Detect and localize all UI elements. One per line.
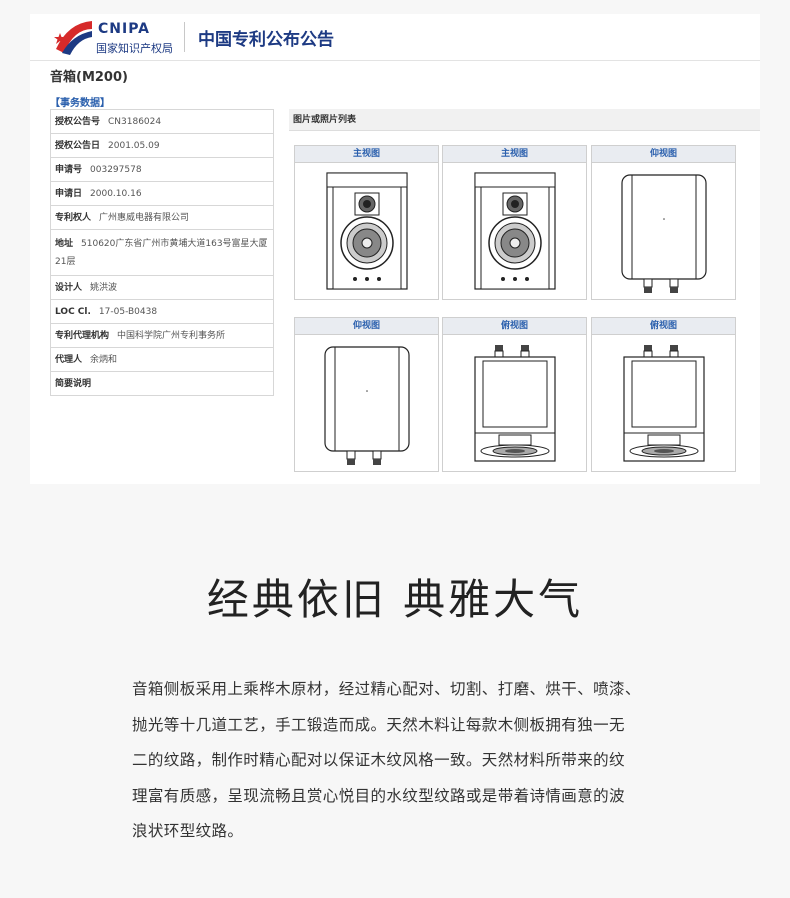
picture-card[interactable]: 俯视图: [442, 317, 587, 472]
info-row: 申请号 003297578: [51, 158, 273, 182]
info-row: 专利权人广州惠威电器有限公司: [51, 206, 273, 230]
info-row: 申请日 2000.10.16: [51, 182, 273, 206]
picture-card[interactable]: 俯视图: [591, 317, 736, 472]
description-line: 音箱侧板采用上乘桦木原材，经过精心配对、切割、打磨、烘干、喷漆、: [132, 680, 641, 698]
picture-label[interactable]: 俯视图: [592, 318, 735, 335]
description-line: 抛光等十几道工艺，手工锻造而成。天然木料让每款木侧板拥有独一无: [132, 715, 625, 734]
info-value: 2001.05.09: [108, 141, 160, 151]
info-value: 003297578: [90, 165, 142, 175]
product-title: 音箱(M200): [50, 70, 128, 85]
info-row: 简要说明: [51, 372, 273, 396]
speaker-drawing-back[interactable]: [295, 335, 438, 469]
info-key: 申请号: [55, 165, 83, 175]
info-key: 专利代理机构: [55, 331, 110, 341]
info-value: 中国科学院广州专利事务所: [117, 331, 226, 341]
info-value: CN3186024: [108, 117, 162, 127]
info-value: 2000.10.16: [90, 189, 142, 199]
info-value: 17-05-B0438: [98, 307, 158, 317]
picture-label[interactable]: 仰视图: [295, 318, 438, 335]
speaker-drawing-front[interactable]: [295, 163, 438, 297]
picture-label[interactable]: 仰视图: [592, 146, 735, 163]
picture-label[interactable]: 主视图: [443, 146, 586, 163]
description-paragraph: 音箱侧板采用上乘桦木原材，经过精心配对、切割、打磨、烘干、喷漆、抛光等十几道工艺…: [132, 672, 702, 850]
info-value: 姚洪波: [90, 283, 118, 293]
picture-card[interactable]: 主视图: [294, 145, 439, 300]
info-key: 设计人: [55, 283, 83, 293]
info-value: 余炳和: [90, 355, 118, 365]
info-row: 授权公告号 CN3186024: [51, 110, 273, 134]
patent-panel: CNIPA 国家知识产权局 中国专利公布公告 音箱(M200) 【事务数据】 授…: [30, 14, 760, 484]
info-value: 510620广东省广州市黄埔大道163号富星大厦21层: [55, 239, 268, 267]
header-divider: [184, 22, 185, 52]
info-key: 授权公告号: [55, 117, 101, 127]
info-row: LOC Cl. 17-05-B0438: [51, 300, 273, 324]
picture-card[interactable]: 仰视图: [591, 145, 736, 300]
info-key: LOC Cl.: [55, 307, 91, 317]
info-row: 专利代理机构中国科学院广州专利事务所: [51, 324, 273, 348]
info-key: 授权公告日: [55, 141, 101, 151]
info-row: 代理人余炳和: [51, 348, 273, 372]
site-header: CNIPA 国家知识产权局 中国专利公布公告: [30, 14, 760, 61]
speaker-drawing-top[interactable]: [443, 335, 586, 469]
picture-card[interactable]: 仰视图: [294, 317, 439, 472]
info-row: 授权公告日 2001.05.09: [51, 134, 273, 158]
pictures-title: 图片或照片列表: [289, 109, 760, 131]
info-key: 简要说明: [55, 379, 92, 389]
picture-label[interactable]: 主视图: [295, 146, 438, 163]
logo-name: 国家知识产权局: [96, 42, 173, 55]
speaker-drawing-front[interactable]: [443, 163, 586, 297]
speaker-drawing-top[interactable]: [592, 335, 735, 469]
info-row: 设计人姚洪波: [51, 276, 273, 300]
description-line: 理富有质感，呈现流畅且赏心悦目的水纹型纹路或是带着诗情画意的波: [132, 786, 625, 805]
patent-info-table: 授权公告号 CN3186024 授权公告日 2001.05.09 申请号 00329757…: [50, 109, 274, 396]
picture-label[interactable]: 俯视图: [443, 318, 586, 335]
speaker-drawing-back[interactable]: [592, 163, 735, 297]
section-tag: 【事务数据】: [50, 98, 110, 109]
cnipa-emblem-icon: [54, 21, 92, 55]
site-title[interactable]: 中国专利公布公告: [198, 30, 334, 50]
info-key: 专利权人: [55, 213, 92, 223]
slogan: 经典依旧 典雅大气: [206, 575, 584, 624]
info-value: 广州惠威电器有限公司: [99, 213, 190, 223]
info-key: 代理人: [55, 355, 83, 365]
cnipa-logo[interactable]: CNIPA 国家知识产权局: [52, 19, 182, 57]
picture-card[interactable]: 主视图: [442, 145, 587, 300]
info-key: 申请日: [55, 189, 83, 199]
info-key: 地址: [55, 239, 74, 249]
logo-abbr: CNIPA: [98, 21, 151, 37]
description-line: 浪状环型纹路。: [132, 822, 244, 840]
description-line: 二的纹路，制作时精心配对以保证木纹风格一致。天然材料所带来的纹: [132, 751, 625, 769]
